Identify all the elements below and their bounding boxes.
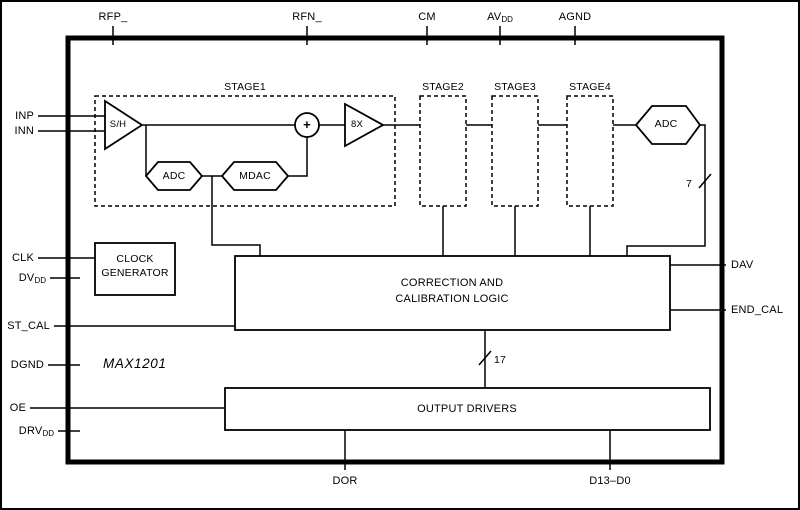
pin-label-cm: CM: [418, 11, 436, 23]
output-drivers-label: OUTPUT DRIVERS: [417, 403, 517, 415]
wire-final-adc-to-correction: [626, 124, 706, 257]
pin-label-rfp: RFP_: [98, 11, 128, 23]
summer-circle-shape: [294, 112, 320, 138]
sample-hold-label: S/H: [109, 119, 127, 130]
bus-slash-7-icon: [698, 173, 712, 189]
pin-label-dvdd: DVDD: [18, 272, 46, 285]
pin-label-avdd: AVDD: [487, 11, 513, 24]
output-drivers-box: [224, 387, 711, 431]
gain-amp-shape: [344, 102, 385, 148]
stage2-box: [419, 95, 467, 207]
pin-label-dor: DOR: [332, 475, 358, 487]
pin-label-inn: INN: [14, 125, 34, 137]
stage3-box: [491, 95, 539, 207]
block-shapes: [94, 99, 711, 431]
stage1-adc-shape: [144, 161, 204, 191]
stage1-adc-label: ADC: [162, 170, 186, 182]
stage-boxes: [94, 95, 614, 207]
summer-plus-icon: +: [303, 117, 311, 132]
mdac-label: MDAC: [239, 170, 271, 182]
clock-generator-label-line1: CLOCK: [116, 253, 154, 265]
stage2-title: STAGE2: [422, 81, 464, 93]
gain-amp-label: 8X: [350, 119, 364, 130]
clock-generator-box: [94, 242, 176, 296]
correction-logic-label-line2: CALIBRATION LOGIC: [395, 293, 509, 305]
pin-label-endcal: END_CAL: [731, 304, 784, 316]
stage3-title: STAGE3: [494, 81, 536, 93]
stage1-title: STAGE1: [224, 81, 266, 93]
final-adc-label: ADC: [654, 118, 678, 130]
wire-mdac-to-summer: [288, 137, 308, 177]
pin-label-stcal: ST_CAL: [7, 320, 50, 332]
stage4-box: [566, 95, 614, 207]
pin-label-rfn: RFN_: [292, 11, 322, 23]
sample-hold-amp-shape: [104, 99, 144, 151]
bus-slash-17-icon: [478, 350, 492, 366]
pin-label-dgnd: DGND: [10, 359, 44, 371]
pin-label-dav: DAV: [731, 259, 754, 271]
part-number-label: MAX1201: [103, 356, 167, 371]
final-adc-shape: [634, 105, 702, 145]
pin-label-d13d0: D13–D0: [589, 475, 631, 487]
clock-generator-label-line2: GENERATOR: [101, 267, 169, 279]
pin-label-agnd: AGND: [558, 11, 592, 23]
bus-width-7-label: 7: [686, 178, 693, 190]
bus-width-17-label: 17: [494, 354, 507, 366]
stage1-box: [94, 95, 396, 207]
correction-logic-box: [234, 255, 671, 331]
mdac-shape: [220, 161, 290, 191]
pin-label-drvdd: DRVDD: [18, 425, 54, 438]
pin-label-oe: OE: [9, 402, 26, 414]
pin-label-inp: INP: [15, 110, 34, 122]
bus-slashes: [478, 173, 712, 366]
chip-outline: [65, 35, 725, 465]
stage4-title: STAGE4: [569, 81, 611, 93]
correction-logic-label-line1: CORRECTION AND: [400, 277, 504, 289]
wire-stage1-to-correction: [211, 176, 261, 257]
pin-label-clk: CLK: [12, 252, 34, 264]
